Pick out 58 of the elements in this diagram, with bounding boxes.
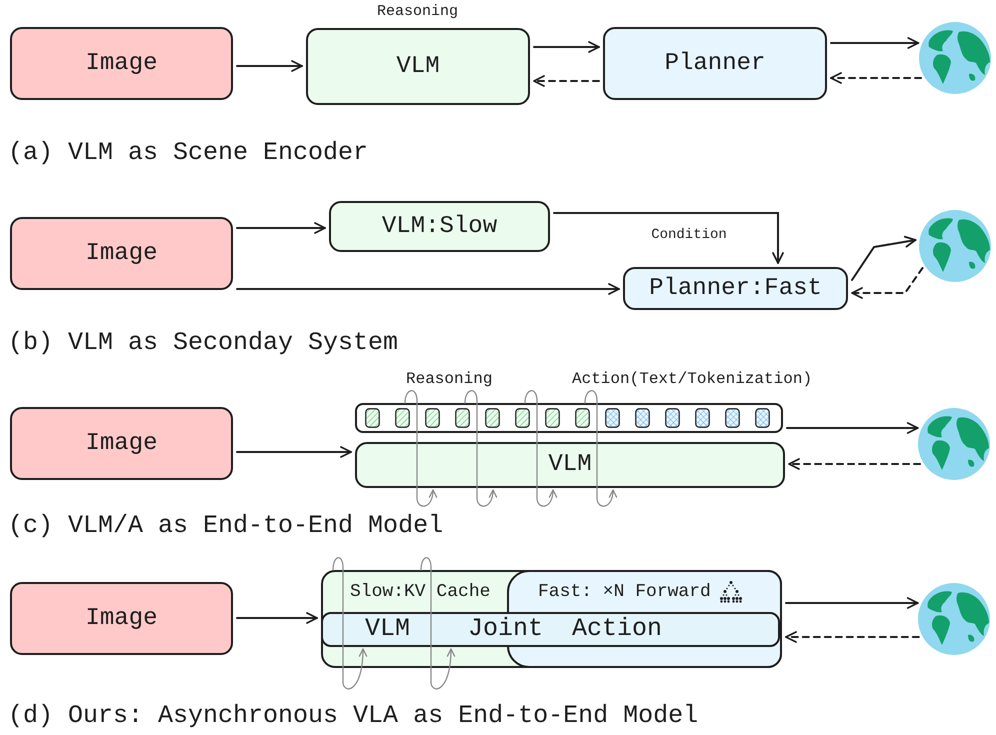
box-label: VLM — [396, 52, 440, 80]
arrow — [236, 446, 352, 458]
globe-icon — [918, 583, 990, 655]
loop-arrow — [332, 557, 367, 690]
arrow — [851, 236, 916, 281]
loop-arrow — [584, 390, 617, 507]
box-label: Fast: ×N Forward — [538, 582, 711, 602]
globe-icon — [918, 408, 990, 480]
box-label: Image — [85, 604, 158, 632]
box-label: VLM — [548, 451, 592, 479]
dashed-arrow — [851, 267, 924, 299]
loop-arrow — [420, 557, 455, 690]
rounded-box — [321, 612, 780, 647]
arrow — [786, 422, 919, 434]
box-label: VLM — [365, 615, 410, 644]
caption: (d) Ours: Asynchronous VLA as End-to-End Model — [8, 702, 698, 730]
caption: (c) VLM/A as End-to-End Model — [8, 512, 444, 540]
rounded-box — [603, 27, 827, 100]
box-label: Joint Action — [468, 615, 662, 644]
dashed-arrow — [533, 75, 600, 87]
loop-arrow — [524, 390, 557, 507]
rounded-box — [10, 217, 233, 290]
box-label: Image — [85, 240, 158, 268]
box-label: VLM:Slow — [382, 212, 498, 240]
arrow — [236, 612, 318, 624]
loop-arrow — [404, 390, 437, 507]
dashed-arrow — [785, 631, 920, 643]
box-label: Image — [85, 430, 158, 458]
arrow — [236, 283, 620, 295]
dashed-arrow — [830, 72, 922, 84]
rounded-box — [321, 570, 782, 668]
globe-icon — [919, 22, 991, 94]
arrow — [830, 37, 920, 49]
box-label: Planner:Fast — [649, 274, 822, 302]
dashed-arrow — [788, 458, 922, 470]
arrow — [236, 222, 326, 234]
globe-icon — [919, 210, 991, 282]
rounded-box — [355, 442, 785, 488]
rounded-box — [329, 201, 550, 252]
rounded-box — [10, 27, 233, 100]
rounded-box — [10, 407, 233, 480]
rounded-box — [10, 582, 233, 655]
box-label: Image — [85, 50, 158, 78]
annotation-label: Reasoning — [406, 370, 492, 388]
arrow — [533, 41, 600, 53]
loop-arrow — [464, 390, 497, 507]
token-strip — [355, 403, 783, 433]
caption: (a) VLM as Scene Encoder — [8, 138, 368, 168]
annotation-label: Reasoning — [377, 2, 458, 20]
annotation-label: Action(Text/Tokenization) — [572, 370, 812, 388]
box-label: Slow:KV Cache — [350, 582, 490, 602]
box-label: Planner — [664, 50, 766, 78]
arrow — [236, 60, 303, 72]
rounded-box — [623, 267, 848, 310]
caption: (b) VLM as Seconday System — [8, 328, 398, 358]
arrow — [553, 212, 784, 264]
arrow — [785, 597, 919, 609]
rounded-box — [306, 28, 530, 105]
